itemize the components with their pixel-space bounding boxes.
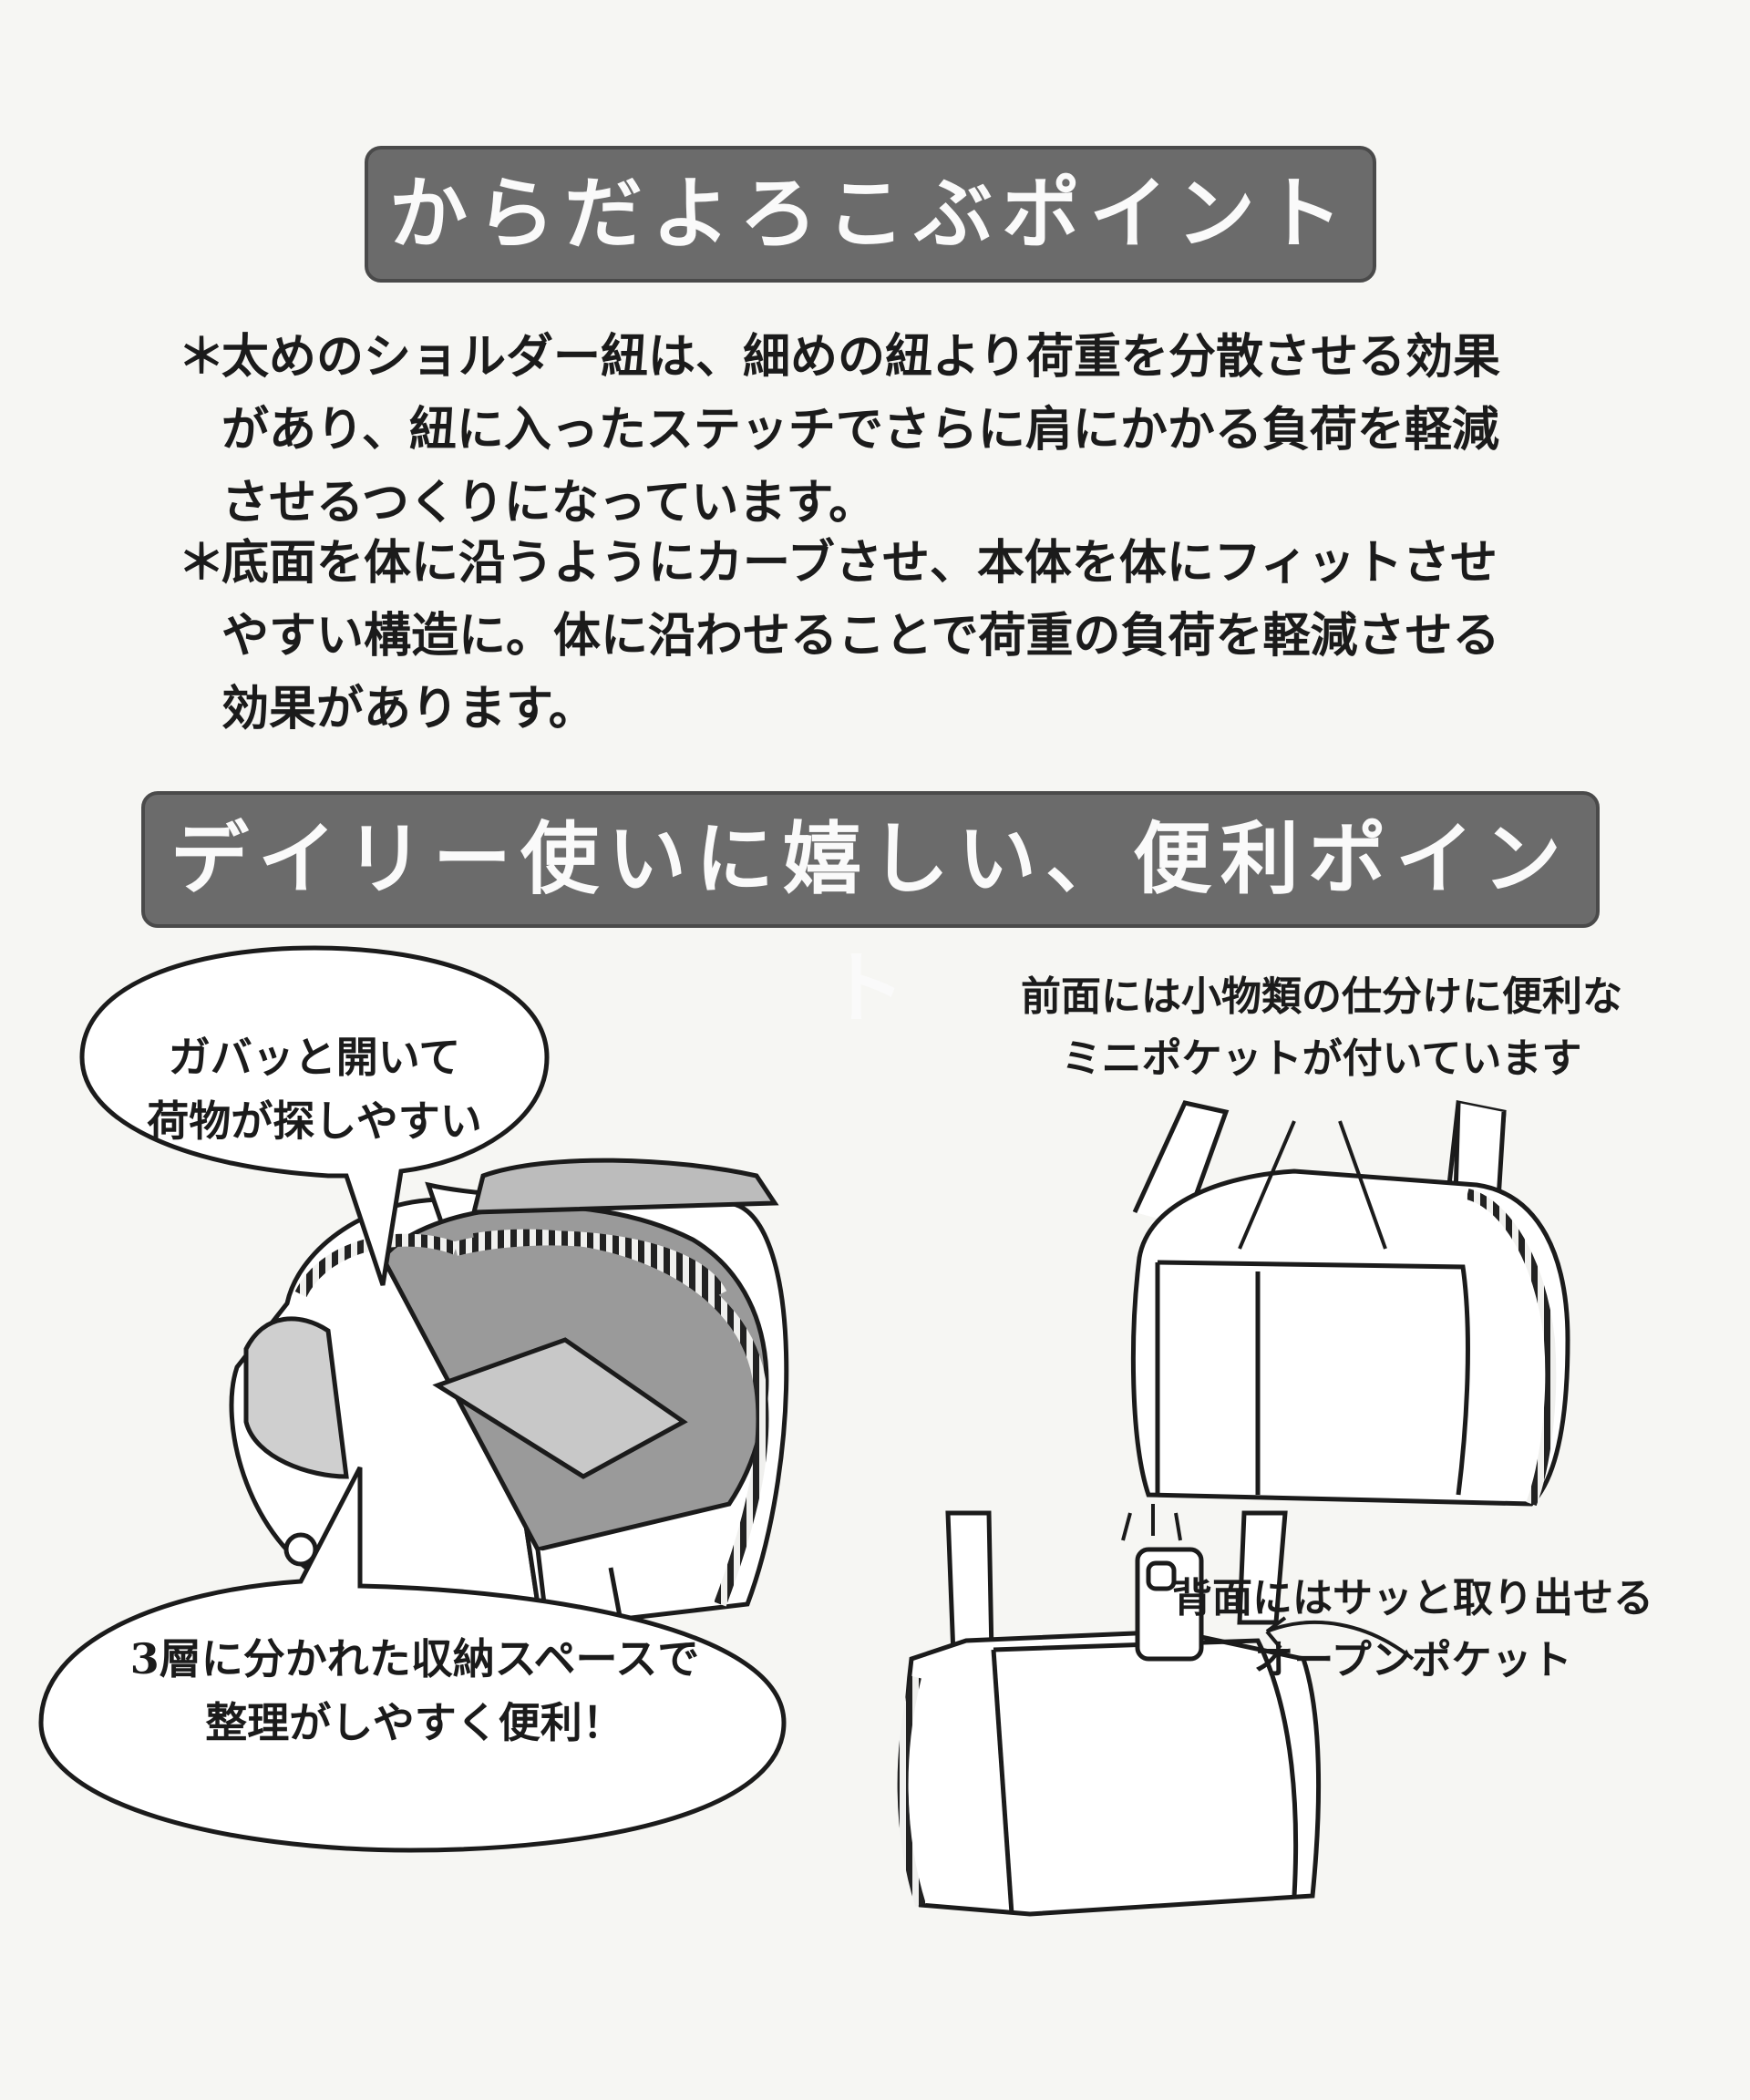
section-title-daily-use: デイリー使いに嬉しい、便利ポイント bbox=[141, 791, 1600, 1035]
back-pocket-bag-illustration bbox=[897, 1504, 1415, 1917]
bullet-mark: ＊ bbox=[178, 535, 226, 591]
bullet-point-shoulder-strap: ＊太めのショルダー紐は、細めの紐より荷重を分散させる効果 があり、紐に入ったステ… bbox=[178, 321, 1581, 540]
bullet-line: やすい構造に。体に沿わせることで荷重の負荷を軽減させる bbox=[221, 608, 1500, 664]
bullet-line: ＊太めのショルダー紐は、細めの紐より荷重を分散させる効果 bbox=[178, 321, 1581, 394]
speech-bubble-open bbox=[79, 945, 550, 1286]
bullet-line: させるつくりになっています。 bbox=[221, 475, 877, 530]
speech-bubble-storage bbox=[38, 1466, 787, 1853]
bullet-line: ＊底面を体に沿うようにカーブさせ、本体を体にフィットさせ bbox=[178, 527, 1581, 600]
caption-front-pocket: 前面には小物類の仕分けに便利な ミニポケットが付いています bbox=[1021, 973, 1622, 1082]
bubble-storage-text: 3層に分かれた収納スペースで 整理がしやすく便利！ bbox=[129, 1634, 700, 1747]
bullet-line: 効果があります。 bbox=[221, 681, 596, 736]
open-bag-illustration bbox=[229, 1158, 789, 1716]
front-pocket-bag-illustration bbox=[1130, 1100, 1570, 1507]
bubble-open-text: ガバッと開いて 荷物が探しやすい bbox=[147, 1033, 482, 1146]
bullet-line: があり、紐に入ったステッチでさらに肩にかかる負荷を軽減 bbox=[221, 402, 1499, 458]
caption-back-pocket: 背面にはサッと取り出せる オープンポケット bbox=[1172, 1575, 1653, 1683]
section-title-body-friendly: からだよろこぶポイント bbox=[365, 146, 1376, 283]
bullet-mark: ＊ bbox=[178, 329, 226, 385]
bullet-point-curved-bottom: ＊底面を体に沿うようにカーブさせ、本体を体にフィットさせ やすい構造に。体に沿わ… bbox=[178, 527, 1581, 746]
